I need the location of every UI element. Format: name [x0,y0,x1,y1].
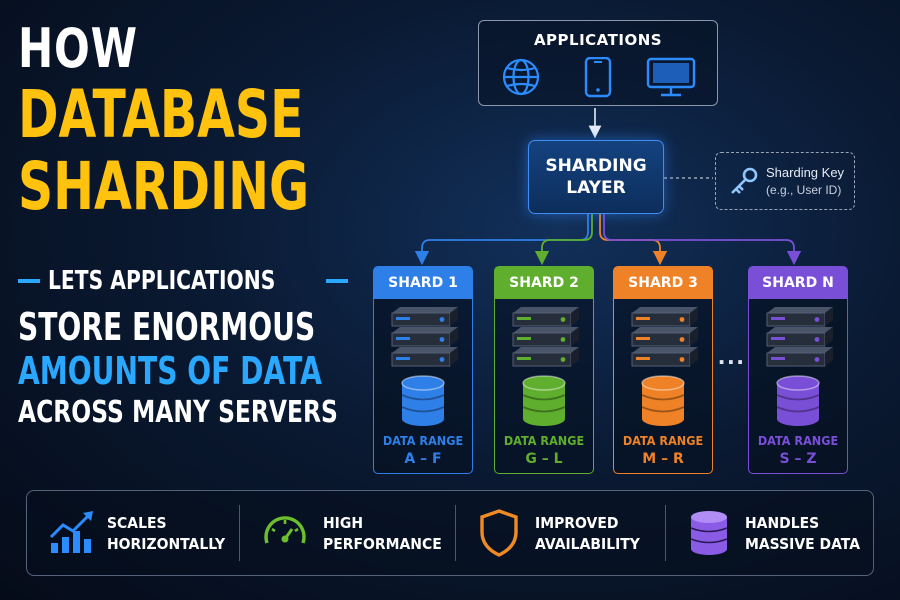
data-range-value: M – R [642,451,684,467]
shard-card: SHARD N DATA RANGE S – Z [748,266,848,474]
shard-card: SHARD 2 DATA RANGE G – L [494,266,594,474]
subheadline-amounts-of-data: AMOUNTS OF DATA [18,349,322,393]
globe-icon [502,58,540,96]
shard-title: SHARD 1 [374,267,472,299]
growth-chart-icon [49,511,93,553]
shard-title: SHARD 2 [495,267,593,299]
sharding-layer-box: SHARDING LAYER [528,140,664,214]
server-rack-icon [512,307,579,367]
sharding-key-title: Sharding Key [766,165,845,180]
shard-card: SHARD 1 DATA RANGE A – F [373,266,473,474]
data-range-value: S – Z [779,451,817,467]
data-range-value: G – L [525,451,563,467]
shard-title: SHARD N [749,267,847,299]
benefit-label-performance: HIGH PERFORMANCE [323,514,442,553]
subheadline-lets-applications: LETS APPLICATIONS [48,266,276,296]
arrow-to-shard-2 [534,212,593,266]
divider [455,505,456,561]
benefit-label-scales: SCALES HORIZONTALLY [107,514,226,553]
benefit-label-massive-data: HANDLES MASSIVE DATA [745,514,861,553]
headline-sharding: SHARDING [18,148,310,225]
right-dash [326,279,348,283]
subheadline-row: LETS APPLICATIONS [18,266,348,296]
shard-card: SHARD 3 DATA RANGE M – R [613,266,713,474]
smartphone-icon [584,57,612,98]
benefit-label-availability: IMPROVED AVAILABILITY [535,514,640,553]
desktop-monitor-icon [646,57,696,97]
headline-database: DATABASE [18,76,304,153]
server-rack-icon [766,307,833,367]
shard-title: SHARD 3 [614,267,712,299]
benefit-handles-massive-data: HANDLES MASSIVE DATA [667,491,873,575]
left-dash [18,279,40,283]
headline: HOW DATABASE SHARDING [18,22,348,220]
server-rack-icon [391,307,458,367]
data-range-label: DATA RANGE [382,433,464,448]
key-icon [731,167,758,194]
divider [239,505,240,561]
subheadline-store-enormous: STORE ENORMOUS [18,305,316,349]
subheadline-across-many-servers: ACROSS MANY SERVERS [18,395,338,430]
applications-title: APPLICATIONS [533,31,663,49]
database-cylinder-icon [401,375,445,426]
database-icon [690,511,728,555]
arrow-to-shard-n [603,212,802,266]
shield-icon [480,509,518,557]
server-rack-icon [631,307,698,367]
arrow-to-shard-3 [599,212,668,266]
speedometer-icon [264,516,306,544]
sharding-key-box: Sharding Key (e.g., User ID) [715,152,855,210]
benefit-improved-availability: IMPROVED AVAILABILITY [457,491,663,575]
more-shards-ellipsis: ... [718,340,746,370]
benefits-bar: SCALES HORIZONTALLY HIGH PERFORMANCE IMP… [26,490,874,576]
sharding-key-example: (e.g., User ID) [766,183,842,197]
benefit-high-performance: HIGH PERFORMANCE [241,491,453,575]
headline-how: HOW [18,17,138,80]
database-cylinder-icon [776,375,820,426]
data-range-label: DATA RANGE [622,433,704,448]
data-range-value: A – F [404,451,442,467]
data-range-label: DATA RANGE [503,433,585,448]
applications-box: APPLICATIONS [478,20,718,106]
database-cylinder-icon [522,375,566,426]
data-range-label: DATA RANGE [757,433,839,448]
arrow-to-shard-1 [414,212,589,266]
benefit-scales-horizontally: SCALES HORIZONTALLY [27,491,237,575]
database-cylinder-icon [641,375,685,426]
sharding-layer-label: SHARDING LAYER [545,155,647,198]
divider [665,505,666,561]
